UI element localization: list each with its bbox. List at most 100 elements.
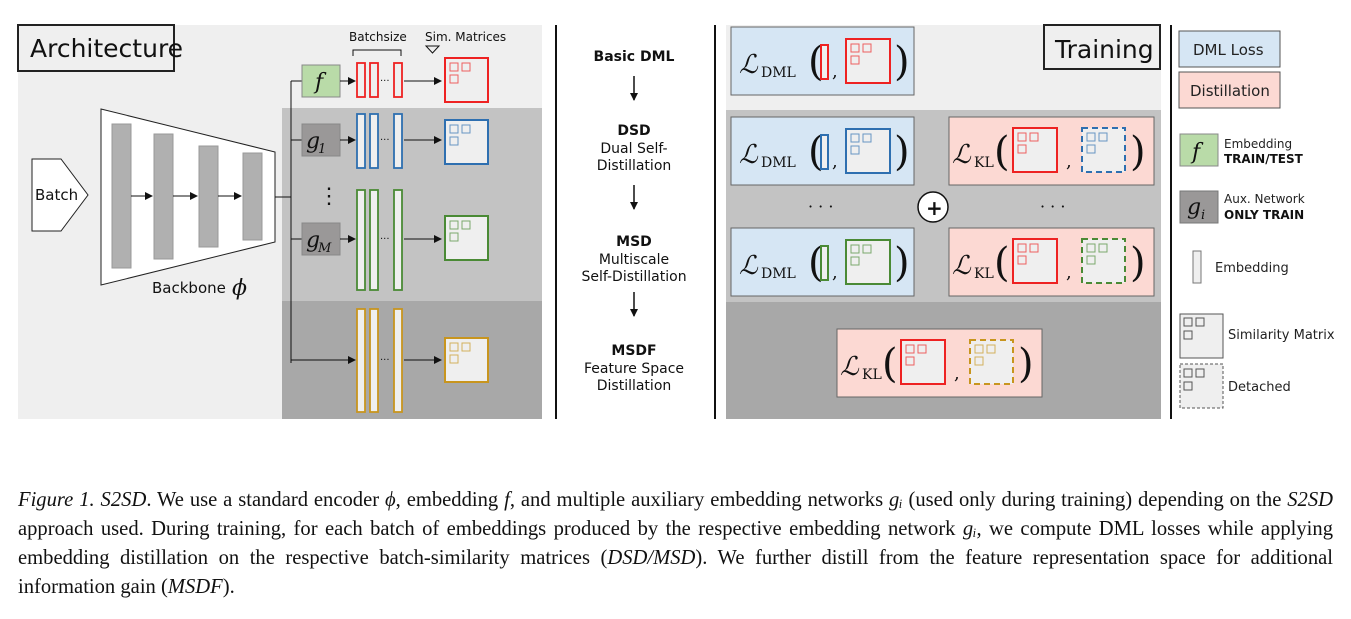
svg-text:,: ,: [832, 151, 838, 172]
caption-figure-label: Figure 1.: [18, 489, 95, 511]
caption-text: , and multiple auxiliary embedding netwo…: [509, 489, 890, 511]
backbone-label: Backbone: [152, 279, 226, 297]
batch-ellipsis: ···: [380, 76, 390, 87]
loss-symbol: ℒ: [840, 352, 860, 382]
batch-input-shape: [31, 158, 89, 232]
aux-network-g: [301, 123, 341, 157]
paren: (: [882, 341, 898, 387]
embedding-bar: [393, 308, 403, 413]
paren: ): [1018, 341, 1034, 387]
legend-embedding-icon: [1192, 250, 1202, 284]
legend-dml-label: DML Loss: [1193, 41, 1264, 59]
legend-similarity-icon: [1179, 313, 1224, 359]
batchsize-label: Batchsize: [349, 30, 407, 44]
loss-subscript: DML: [761, 266, 796, 282]
loss-symbol: ℒ: [739, 140, 759, 170]
caption-text: (used only during training) depending on…: [902, 489, 1288, 511]
flow-step-name: DSD: [617, 123, 650, 139]
loss-symbol: ℒ: [952, 251, 972, 281]
aux-network-g: [301, 222, 341, 256]
legend-embedding-swatch: [1179, 133, 1219, 167]
paren: ): [894, 39, 910, 85]
embedding-bar: [820, 134, 829, 170]
caption-text: ). We further distill from the feature r…: [18, 547, 1334, 598]
similarity-matrix-red: [1012, 127, 1058, 173]
loss-symbol: ℒ: [739, 251, 759, 281]
caption-math: gᵢ: [889, 489, 903, 511]
caption-math: ϕ: [384, 489, 396, 511]
head-index: M: [317, 241, 332, 256]
figure-caption: Figure 1. S2SD. We use a standard encode…: [18, 486, 1333, 602]
backbone-symbol: ϕ: [232, 276, 247, 301]
flow-step-desc: Feature Space: [584, 361, 684, 377]
paren: (: [808, 129, 824, 175]
loss-subscript: KL: [974, 155, 994, 171]
caption-text: approach used. During training, for each…: [18, 518, 963, 540]
similarity-matrix: [444, 57, 489, 103]
flow-step-desc: Distillation: [597, 378, 672, 394]
caption-emph: S2SD: [1287, 489, 1334, 511]
paren: ): [894, 240, 910, 286]
flow-step-desc: Dual Self-: [600, 141, 667, 157]
svg-text:,: ,: [954, 363, 960, 384]
paren: ): [1130, 129, 1146, 175]
batch-ellipsis: ···: [380, 234, 390, 245]
flow-step-name: Basic DML: [594, 49, 675, 65]
embedding-bar: [369, 189, 379, 291]
loss-symbol: ℒ: [739, 50, 759, 80]
legend-g-index: i: [1201, 208, 1205, 223]
flow-step-desc: Multiscale: [599, 252, 669, 268]
loss-subscript: DML: [761, 65, 796, 81]
paren: (: [808, 39, 824, 85]
caption-text: , we compute DML losses while applying e…: [18, 518, 1334, 569]
legend-distillation-label: Distillation: [1190, 82, 1270, 100]
embedding-bar: [820, 44, 829, 80]
architecture-panel: Architecture Batch Backbone ϕ Batchsize …: [17, 24, 542, 419]
caption-emph: MSDF: [167, 576, 223, 598]
caption-emph: DSD/MSD: [607, 547, 696, 569]
paren: ): [894, 129, 910, 175]
batch-label: Batch: [35, 186, 78, 204]
sum-symbol: +: [926, 196, 943, 220]
head-symbol: g: [306, 228, 320, 253]
dml-ellipsis: · · ·: [808, 197, 833, 216]
backbone-layer-4: [242, 152, 263, 241]
head-row-feature: ···: [291, 308, 489, 413]
sim-matrices-pointer-icon: [424, 45, 441, 54]
similarity-matrix: [444, 119, 489, 165]
legend-embedding-title: Embedding: [1224, 137, 1292, 151]
legend-embedding-sub: TRAIN/TEST: [1224, 152, 1304, 166]
legend-aux-swatch: [1179, 190, 1219, 224]
legend-dml-swatch: [1178, 30, 1281, 68]
architecture-title: Architecture: [30, 34, 183, 63]
caption-text: ).: [222, 576, 235, 598]
loss-subscript: KL: [862, 367, 882, 383]
paren: (: [808, 240, 824, 286]
svg-text:,: ,: [832, 262, 838, 283]
embedding-bar: [356, 308, 366, 413]
caption-text: , embedding: [395, 489, 505, 511]
batchsize-bracket: [352, 49, 402, 56]
batch-ellipsis: ···: [380, 355, 390, 366]
svg-text:,: ,: [1066, 151, 1072, 172]
training-title-box: [1043, 24, 1161, 70]
embedding-bar: [393, 189, 403, 291]
loss-symbol: ℒ: [952, 140, 972, 170]
embedding-bar: [369, 62, 379, 98]
embedding-bar: [393, 62, 403, 98]
embedding-bar: [369, 308, 379, 413]
batch-ellipsis: ···: [380, 135, 390, 146]
flow-step-name: MSD: [616, 234, 652, 250]
legend-distillation-swatch: [1178, 71, 1281, 109]
loss-subscript: KL: [974, 266, 994, 282]
loss-subscript: DML: [761, 155, 796, 171]
head-row-f: f···: [291, 57, 489, 103]
legend-embedding-label: Embedding: [1215, 261, 1289, 276]
